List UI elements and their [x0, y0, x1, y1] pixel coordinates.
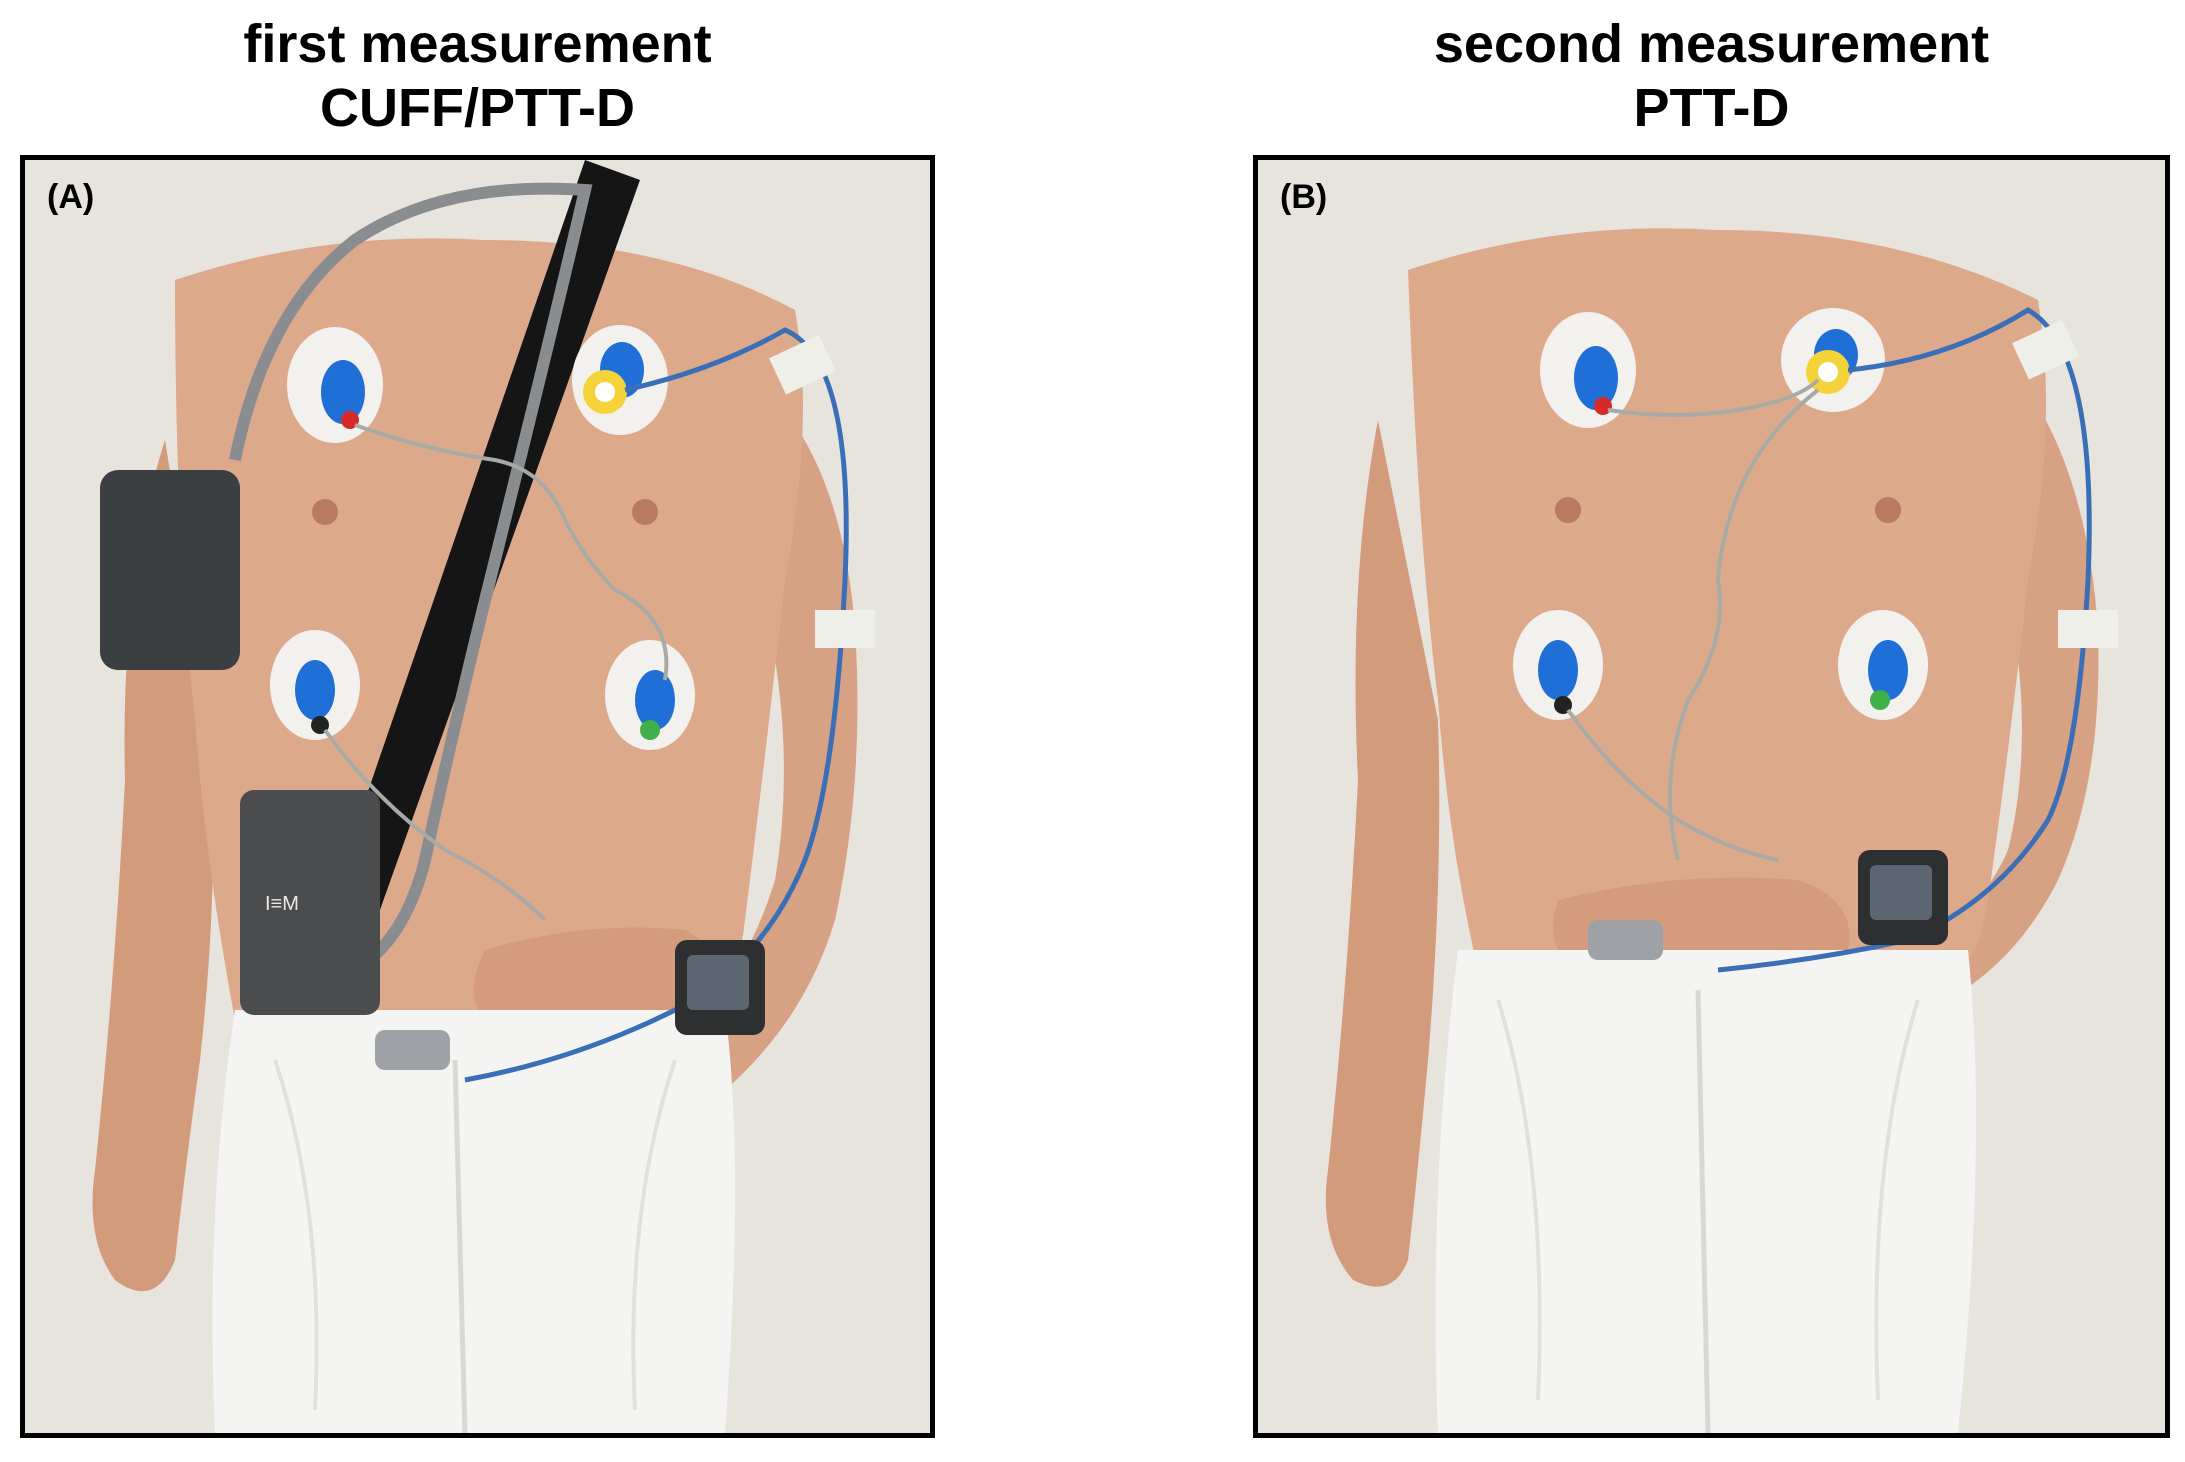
ecg-lead-wires-lower [1566, 708, 1779, 862]
ecg-lead-wires [354, 423, 669, 681]
right-arm [1898, 390, 2099, 1000]
panel-a-title-line2: CUFF/PTT-D [320, 78, 635, 138]
white-pants [1435, 950, 1976, 1433]
finger-clip-sensor [375, 1030, 450, 1070]
wrist-monitor-screen [687, 955, 749, 1010]
photo-b-illustration [1258, 160, 2165, 1433]
right-nipple [1875, 497, 1901, 523]
white-pants [212, 1010, 735, 1433]
ecg-lead-wires-middle [1668, 388, 1820, 861]
bp-cuff [100, 470, 240, 670]
panel-a-photo: (A) I≡M [20, 155, 935, 1438]
ecg-electrodes [1513, 308, 1928, 720]
pants-pocket-left [1496, 999, 1542, 1401]
panel-b-photo: (B) [1253, 155, 2170, 1438]
tape-patch-lower [2058, 610, 2118, 648]
panel-b-label: (B) [1280, 178, 1328, 216]
ecg-lead-wires [1607, 378, 1820, 417]
right-hand [473, 927, 717, 1032]
tape-patch-upper [769, 335, 836, 395]
right-nipple [632, 499, 658, 525]
pants-pocket-left [273, 1059, 319, 1411]
pants-seam [1695, 989, 1711, 1433]
ppg-blue-cable [464, 327, 849, 1083]
panel-a-title-line1: first measurement [243, 14, 712, 74]
right-arm [665, 410, 858, 1090]
photo-a-illustration: I≡M [25, 160, 930, 1433]
finger-clip-sensor [1588, 920, 1663, 960]
ecg-electrodes [270, 325, 695, 750]
holter-brand-mark: I≡M [265, 893, 299, 915]
panel-b-title-line2: PTT-D [1633, 78, 1790, 138]
ecg-lead-wires-lower [323, 728, 547, 922]
panel-b-title-line1: second measurement [1433, 14, 1990, 74]
tape-patch-lower [815, 610, 875, 648]
shoulder-strap [310, 160, 640, 980]
holter-monitor [240, 790, 380, 1015]
cuff-tube [229, 182, 593, 976]
pants-seam [452, 1059, 468, 1433]
left-nipple [1555, 497, 1581, 523]
pants-pocket-right [631, 1059, 677, 1411]
torso [1408, 228, 2046, 970]
tape-patch-upper [2012, 320, 2079, 380]
panel-a-label: (A) [47, 178, 95, 216]
panel-b-title: second measurement PTT-D [1253, 12, 2170, 140]
left-nipple [312, 499, 338, 525]
panel-a-title: first measurement CUFF/PTT-D [20, 12, 935, 140]
wrist-monitor-screen [1870, 865, 1932, 920]
pants-pocket-right [1874, 999, 1920, 1401]
left-arm [1325, 420, 1440, 1287]
